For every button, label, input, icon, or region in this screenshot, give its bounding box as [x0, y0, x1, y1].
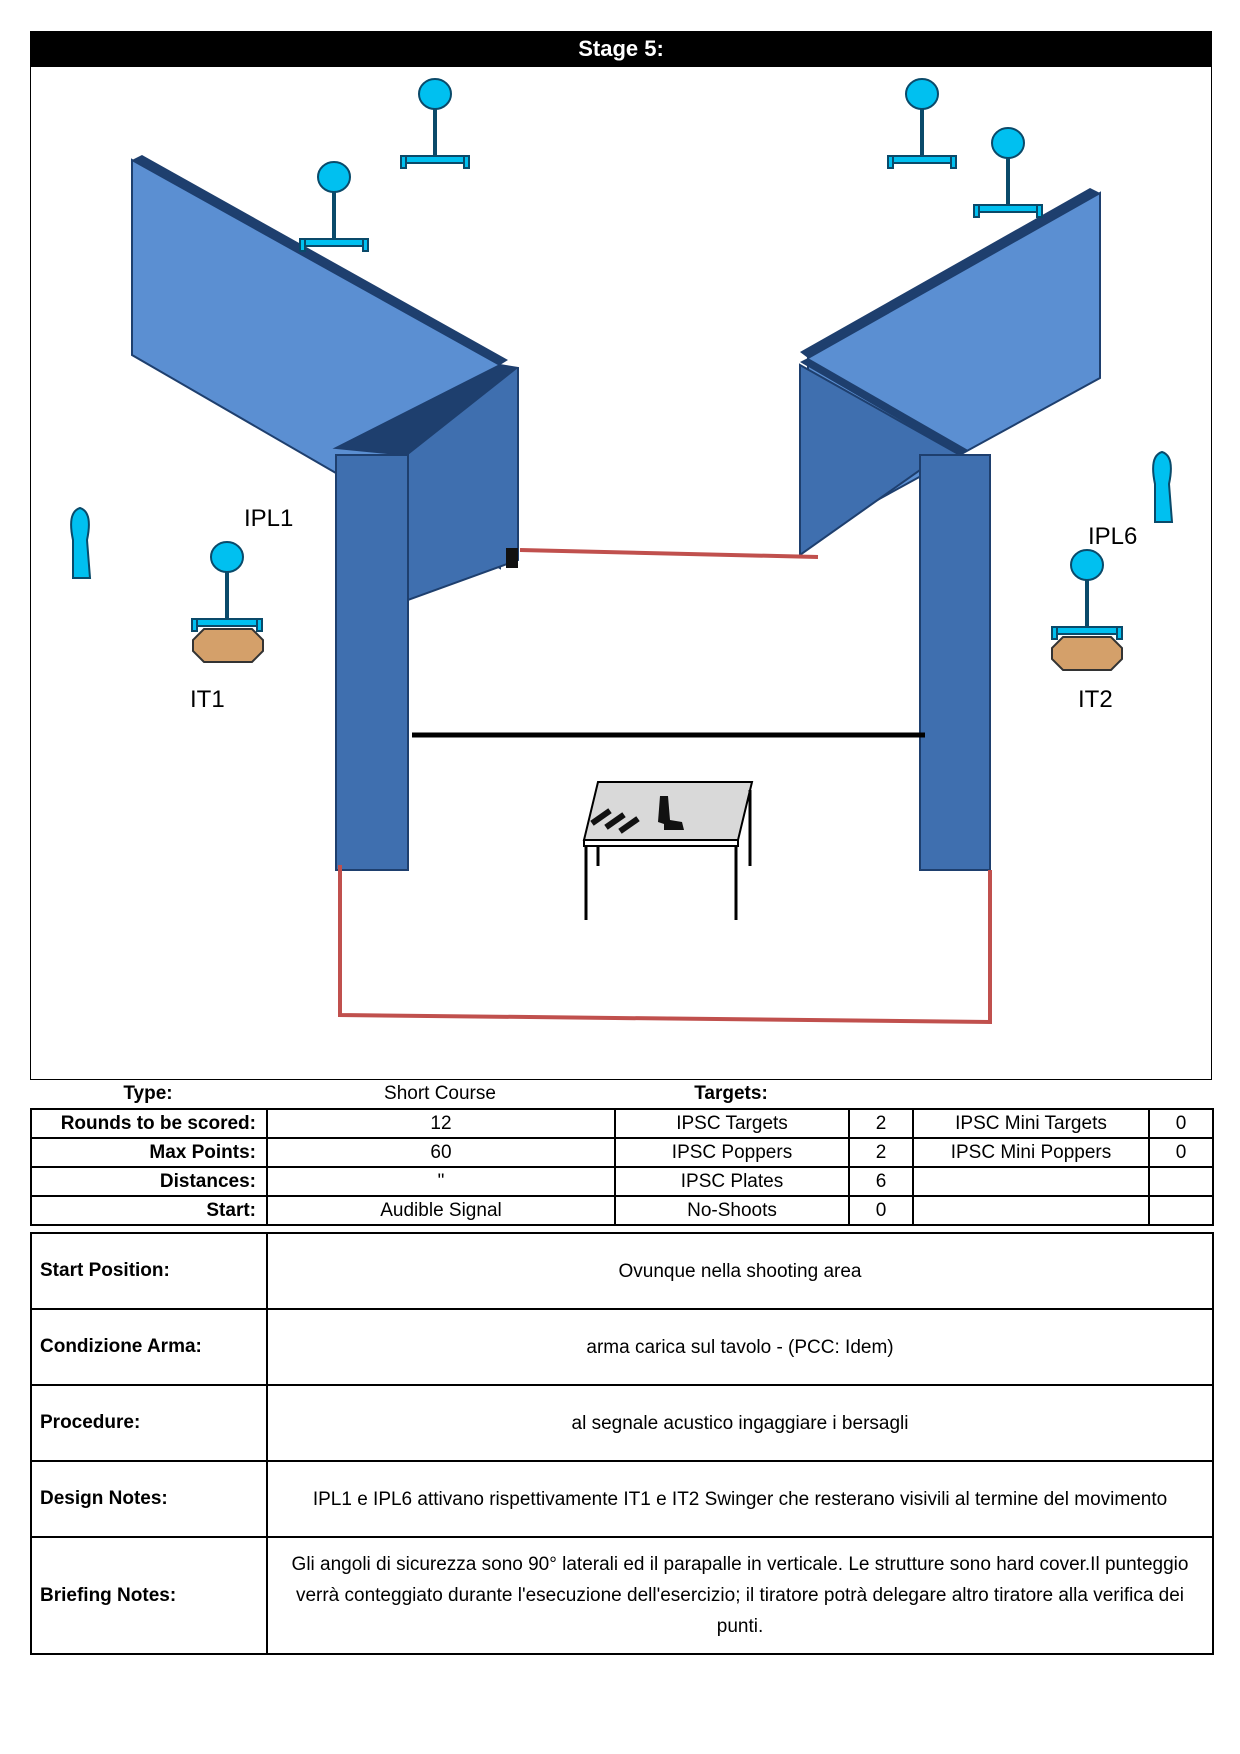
- stage-title: Stage 5:: [578, 35, 664, 61]
- popper-target-left: [70, 506, 92, 579]
- max-points-value: 60: [266, 1137, 616, 1168]
- condizione-arma-label: Condizione Arma:: [30, 1308, 268, 1386]
- ipl1-activator-plate: [191, 541, 263, 632]
- plate-target-4: [973, 127, 1043, 218]
- target-count-cell: 0: [848, 1195, 914, 1226]
- mini-target-type-cell: [912, 1166, 1150, 1197]
- right-wall-front-panel: [919, 454, 991, 871]
- type-label: Type:: [123, 1083, 173, 1104]
- target-type-cell: IPSC Targets: [614, 1108, 850, 1139]
- magazine-icons: [590, 808, 640, 834]
- table-row: Distances: " IPSC Plates 6: [30, 1166, 1214, 1197]
- mini-target-count-cell: [1148, 1195, 1214, 1226]
- table-row: Rounds to be scored: 12 IPSC Targets 2 I…: [30, 1108, 1214, 1139]
- stage-title-bar: Stage 5:: [30, 31, 1212, 66]
- mini-target-count-cell: [1148, 1166, 1214, 1197]
- table-row: Condizione Arma: arma carica sul tavolo …: [30, 1308, 1214, 1386]
- back-fault-line: [519, 548, 819, 559]
- left-wall-top-edge: [132, 155, 508, 365]
- table-row: Briefing Notes: Gli angoli di sicurezza …: [30, 1536, 1214, 1655]
- right-wall-top-edge: [800, 188, 1100, 358]
- plate-target-3: [887, 78, 957, 169]
- design-notes-label: Design Notes:: [30, 1460, 268, 1538]
- shooting-area-fault-line: [338, 865, 992, 1025]
- target-type-cell: IPSC Poppers: [614, 1137, 850, 1168]
- popper-target-right: [1152, 450, 1174, 523]
- stage-diagram: IPL1 IPL6 IT1 IT2: [70, 78, 1174, 1025]
- start-position-label: Start Position:: [30, 1232, 268, 1310]
- design-notes-text: IPL1 e IPL6 attivano rispettivamente IT1…: [266, 1460, 1214, 1538]
- it2-swinger-target: [1051, 636, 1123, 671]
- pistol-icon: [658, 796, 684, 830]
- left-wall-post: [506, 548, 518, 568]
- plate-target-2: [400, 78, 470, 169]
- briefing-notes-label: Briefing Notes:: [30, 1536, 268, 1655]
- label-it1: IT1: [190, 686, 225, 713]
- right-wall-front-top: [800, 358, 968, 455]
- mini-target-type-cell: IPSC Mini Poppers: [912, 1137, 1150, 1168]
- condizione-arma-text: arma carica sul tavolo - (PCC: Idem): [266, 1308, 1214, 1386]
- ipl6-activator-plate: [1051, 549, 1123, 640]
- start-position-text: Ovunque nella shooting area: [266, 1232, 1214, 1310]
- table-row: Design Notes: IPL1 e IPL6 attivano rispe…: [30, 1460, 1214, 1538]
- target-count-cell: 6: [848, 1166, 914, 1197]
- start-table: [582, 781, 754, 920]
- label-ipl6: IPL6: [1088, 523, 1137, 550]
- stage-info-grid: Rounds to be scored: 12 IPSC Targets 2 I…: [30, 1108, 1214, 1226]
- stage-notes-table: Start Position: Ovunque nella shooting a…: [30, 1232, 1214, 1655]
- target-type-cell: No-Shoots: [614, 1195, 850, 1226]
- start-label: Start:: [30, 1195, 268, 1226]
- briefing-notes-text: Gli angoli di sicurezza sono 90° lateral…: [266, 1536, 1214, 1655]
- procedure-label: Procedure:: [30, 1384, 268, 1462]
- plate-target-1: [299, 161, 369, 252]
- mini-target-type-cell: IPSC Mini Targets: [912, 1108, 1150, 1139]
- mini-target-count-cell: 0: [1148, 1108, 1214, 1139]
- table-row: Start Position: Ovunque nella shooting a…: [30, 1232, 1214, 1310]
- start-value: Audible Signal: [266, 1195, 616, 1226]
- targets-label: Targets:: [694, 1083, 768, 1104]
- type-value: Short Course: [384, 1083, 496, 1104]
- max-points-label: Max Points:: [30, 1137, 268, 1168]
- distances-value: ": [266, 1166, 616, 1197]
- label-it2: IT2: [1078, 686, 1113, 713]
- table-row: Start: Audible Signal No-Shoots 0: [30, 1195, 1214, 1226]
- mini-target-count-cell: 0: [1148, 1137, 1214, 1168]
- target-type-cell: IPSC Plates: [614, 1166, 850, 1197]
- it1-swinger-target: [192, 628, 264, 663]
- table-row: Max Points: 60 IPSC Poppers 2 IPSC Mini …: [30, 1137, 1214, 1168]
- table-row: Procedure: al segnale acustico ingaggiar…: [30, 1384, 1214, 1462]
- left-wall-front-panel: [335, 454, 409, 871]
- label-ipl1: IPL1: [244, 505, 293, 532]
- mini-target-type-cell: [912, 1195, 1150, 1226]
- left-wall-front-top: [336, 365, 518, 455]
- rounds-value: 12: [266, 1108, 616, 1139]
- target-count-cell: 2: [848, 1108, 914, 1139]
- distances-label: Distances:: [30, 1166, 268, 1197]
- rounds-label: Rounds to be scored:: [30, 1108, 268, 1139]
- target-count-cell: 2: [848, 1137, 914, 1168]
- procedure-text: al segnale acustico ingaggiare i bersagl…: [266, 1384, 1214, 1462]
